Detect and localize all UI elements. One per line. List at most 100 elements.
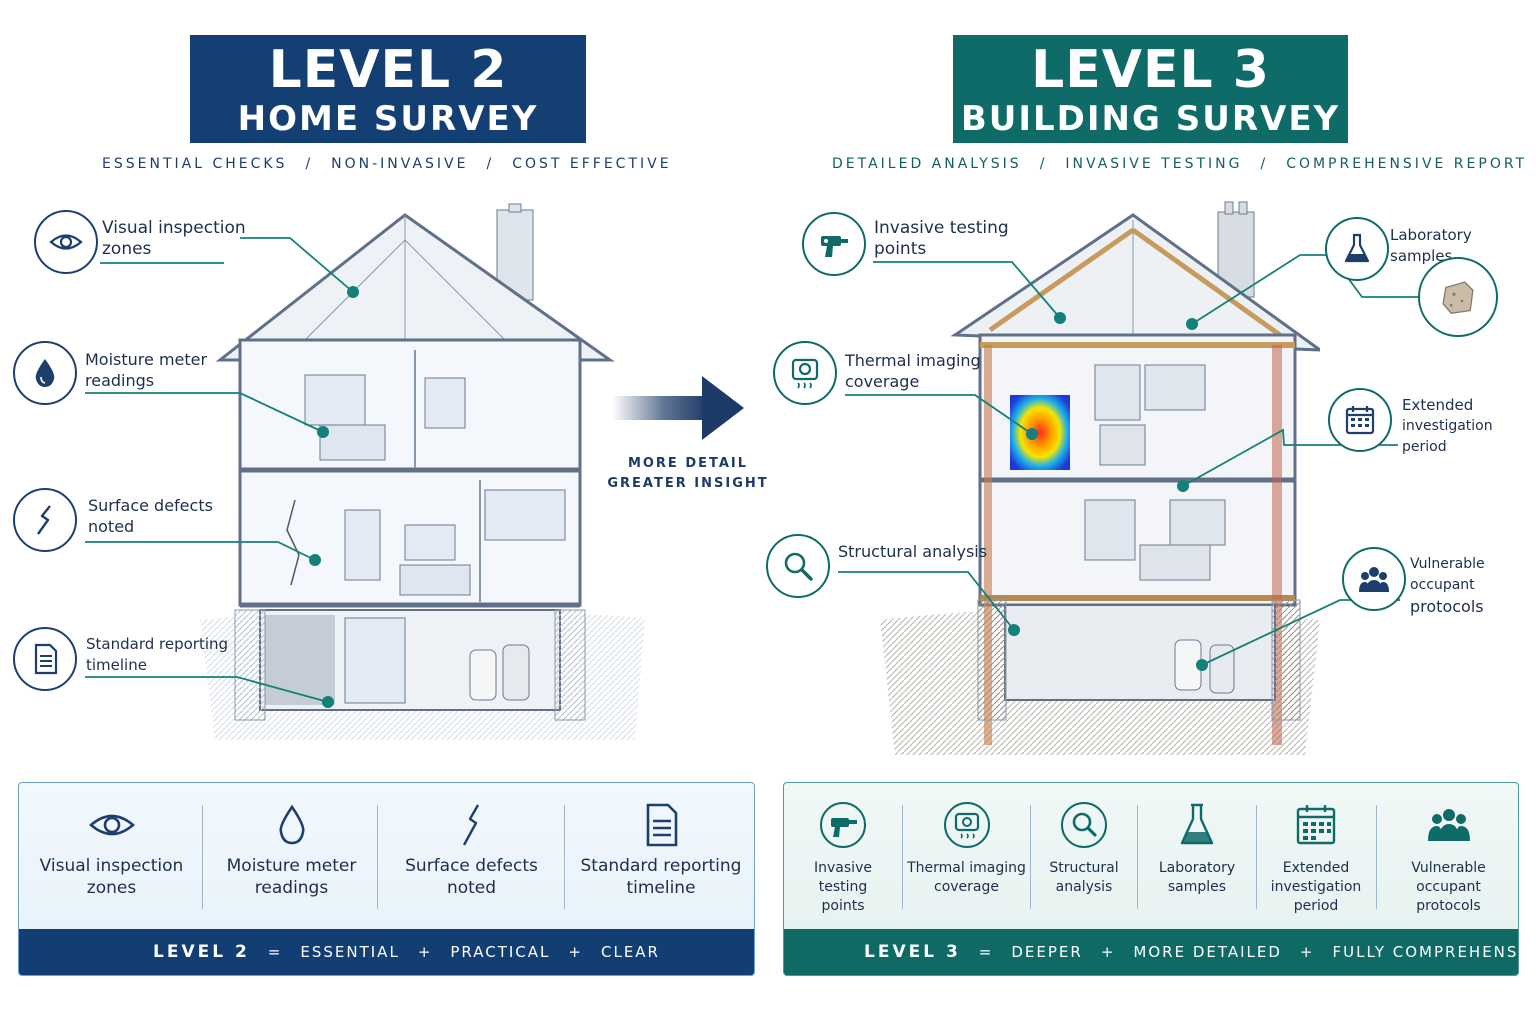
level2-tag: NON-INVASIVE bbox=[331, 156, 469, 172]
level3-tag: DETAILED ANALYSIS bbox=[832, 156, 1022, 172]
callout-line: Moisture meter bbox=[85, 350, 208, 369]
callout-extended-investigation: Extended investigation period bbox=[1402, 395, 1536, 458]
footer-term: CLEAR bbox=[600, 943, 660, 961]
footer-term: MORE DETAILED bbox=[1133, 943, 1282, 961]
callout-line: Thermal imaging bbox=[845, 351, 981, 370]
summary-line: analysis bbox=[1055, 879, 1113, 895]
magnifier-icon bbox=[1061, 802, 1107, 848]
summary-line: Surface defects bbox=[405, 856, 538, 876]
document-icon bbox=[13, 627, 77, 691]
divider bbox=[202, 805, 203, 909]
calendar-icon bbox=[1296, 805, 1336, 845]
summary-item: Vulnerable occupant protocols bbox=[1377, 783, 1518, 929]
callout-line: Vulnerable occupant bbox=[1410, 556, 1485, 593]
crack-icon bbox=[462, 804, 479, 846]
summary-line: timeline bbox=[626, 878, 696, 898]
summary-line: points bbox=[821, 898, 865, 914]
callout-visual-inspection: Visual inspection zones bbox=[102, 218, 246, 260]
summary-line: samples bbox=[1167, 879, 1227, 895]
callout-line: timeline bbox=[86, 656, 147, 674]
level3-subtitle: BUILDING SURVEY bbox=[960, 99, 1341, 139]
people-icon bbox=[1427, 809, 1470, 841]
callout-line: Invasive testing bbox=[874, 218, 1009, 238]
footer-term: DEEPER bbox=[1011, 943, 1083, 961]
callout-line: protocols bbox=[1410, 597, 1484, 616]
divider bbox=[1137, 805, 1138, 909]
people-icon bbox=[1342, 547, 1406, 611]
crack-icon bbox=[13, 488, 77, 552]
flask-icon bbox=[1325, 217, 1389, 281]
water-drop-icon bbox=[278, 804, 305, 845]
summary-line: Visual inspection bbox=[39, 856, 184, 876]
eye-icon bbox=[34, 210, 98, 274]
thermal-camera-icon bbox=[943, 802, 990, 848]
level3-tag: INVASIVE TESTING bbox=[1065, 156, 1243, 172]
callout-line: points bbox=[874, 239, 927, 259]
summary-line: Standard reporting bbox=[580, 856, 742, 876]
callout-structural-analysis: Structural analysis bbox=[838, 541, 987, 562]
summary-line: coverage bbox=[934, 879, 999, 895]
level2-footer-bar: LEVEL 2 = ESSENTIAL + PRACTICAL + CLEAR bbox=[19, 929, 754, 975]
footer-operator: + bbox=[1299, 943, 1315, 961]
level3-title: LEVEL 3 bbox=[1031, 40, 1270, 100]
callout-line: Laboratory samples bbox=[1390, 226, 1472, 265]
divider bbox=[1376, 805, 1377, 909]
callout-line: Structural analysis bbox=[838, 542, 988, 561]
footer-label: LEVEL 2 bbox=[153, 942, 250, 962]
eye-icon bbox=[88, 814, 135, 836]
callout-laboratory-samples: Laboratory samples bbox=[1390, 225, 1536, 267]
callout-surface-defects: Surface defects noted bbox=[88, 495, 213, 537]
summary-line: Moisture meter bbox=[226, 856, 357, 876]
summary-line: Extended bbox=[1282, 860, 1350, 876]
footer-term: FULLY COMPREHENSIVE bbox=[1332, 943, 1519, 961]
callout-moisture-meter: Moisture meter readings bbox=[85, 349, 207, 391]
summary-line: Vulnerable occupant bbox=[1411, 860, 1486, 895]
summary-line: protocols bbox=[1416, 898, 1481, 914]
callout-thermal-imaging: Thermal imaging coverage bbox=[845, 350, 981, 392]
callout-line: investigation period bbox=[1402, 418, 1493, 455]
summary-line: readings bbox=[254, 878, 329, 898]
water-drop-icon bbox=[13, 341, 77, 405]
drill-icon bbox=[820, 802, 866, 848]
summary-line: period bbox=[1293, 898, 1339, 914]
drill-icon bbox=[802, 212, 866, 276]
level3-title-box: LEVEL 3 BUILDING SURVEY bbox=[953, 35, 1348, 143]
thermal-camera-icon bbox=[773, 341, 837, 405]
callout-line: Standard reporting bbox=[86, 635, 229, 653]
divider bbox=[564, 805, 565, 909]
callout-line: Visual inspection bbox=[102, 218, 246, 238]
callout-line: Extended bbox=[1402, 396, 1474, 414]
footer-operator: + bbox=[1100, 943, 1116, 961]
middle-caption: MORE DETAIL GREATER INSIGHT bbox=[600, 454, 776, 494]
level2-tagline: ESSENTIAL CHECKS/NON-INVASIVE/COST EFFEC… bbox=[102, 156, 672, 172]
level2-title-box: LEVEL 2 HOME SURVEY bbox=[190, 35, 586, 143]
footer-operator: + bbox=[417, 943, 433, 961]
right-arrow-icon bbox=[612, 376, 744, 440]
level3-tagline: DETAILED ANALYSIS/INVASIVE TESTING/COMPR… bbox=[832, 156, 1528, 172]
summary-line: investigation bbox=[1270, 879, 1362, 895]
divider bbox=[1256, 805, 1257, 909]
summary-line: zones bbox=[86, 878, 137, 898]
callout-line: coverage bbox=[845, 372, 920, 391]
level2-title: LEVEL 2 bbox=[268, 40, 508, 100]
level2-leader-lines bbox=[85, 237, 354, 703]
level3-footer-bar: LEVEL 3 = DEEPER + MORE DETAILED + FULLY… bbox=[784, 929, 1518, 975]
magnifier-icon bbox=[766, 534, 830, 598]
callout-vulnerable-occupant: Vulnerable occupant protocols bbox=[1410, 554, 1536, 617]
divider bbox=[377, 805, 378, 909]
middle-caption-line: GREATER INSIGHT bbox=[607, 476, 769, 491]
callout-invasive-testing: Invasive testing points bbox=[874, 218, 1009, 260]
calendar-icon bbox=[1328, 388, 1392, 452]
